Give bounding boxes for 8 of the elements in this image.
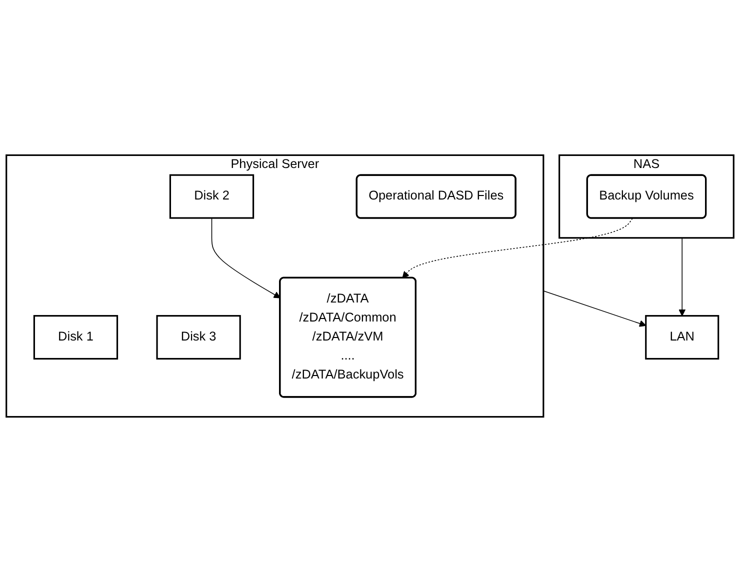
arrow [543,290,646,327]
node-box: LAN [645,315,720,360]
arrow [678,237,686,316]
node-box: Disk 2 [169,174,254,219]
arrow [402,218,633,278]
node-box: Disk 1 [33,315,118,360]
node-box: Disk 3 [156,315,241,360]
arrow [211,218,281,298]
